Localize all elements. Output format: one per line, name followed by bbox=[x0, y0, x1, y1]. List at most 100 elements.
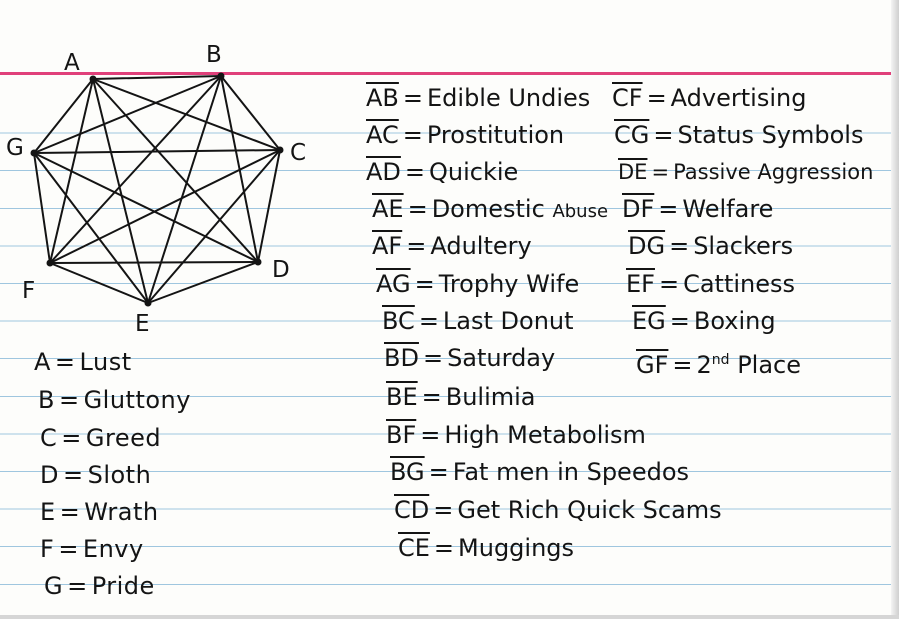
pair-entry: EF=Cattiness bbox=[626, 270, 795, 298]
vertex-dot-a bbox=[89, 75, 97, 83]
sin-name: Lust bbox=[79, 348, 132, 376]
equals-sign: = bbox=[58, 535, 79, 563]
pair-symbol: AC bbox=[366, 121, 399, 149]
equals-sign: = bbox=[402, 121, 423, 149]
pair-symbol: CD bbox=[394, 496, 430, 524]
sin-entry: C=Greed bbox=[40, 424, 161, 452]
sin-entry: G=Pride bbox=[44, 572, 155, 600]
equals-sign: = bbox=[62, 461, 84, 489]
equals-sign: = bbox=[404, 158, 426, 186]
equals-sign: = bbox=[61, 424, 82, 452]
sin-entry: F=Envy bbox=[40, 535, 144, 563]
equals-sign: = bbox=[428, 458, 449, 486]
equals-sign: = bbox=[67, 572, 88, 600]
sin-name: Sloth bbox=[87, 461, 152, 489]
pair-meaning-number: 2 bbox=[696, 351, 712, 379]
red-header-rule bbox=[0, 72, 892, 75]
edge-ag bbox=[33, 78, 94, 154]
pair-symbol: BG bbox=[390, 458, 425, 486]
pair-entry: EG=Boxing bbox=[632, 307, 776, 335]
sin-entry: A=Lust bbox=[34, 348, 132, 376]
pair-meaning-tail: Place bbox=[729, 351, 801, 379]
equals-sign: = bbox=[420, 421, 441, 449]
equals-sign: = bbox=[658, 270, 680, 298]
pair-symbol: AG bbox=[376, 270, 411, 298]
equals-sign: = bbox=[54, 348, 76, 376]
pair-symbol: DG bbox=[628, 232, 666, 260]
pair-meaning: Bulimia bbox=[445, 383, 536, 411]
vertex-label-g: G bbox=[6, 135, 24, 161]
pair-symbol: CE bbox=[398, 534, 430, 562]
pair-symbol: BF bbox=[386, 421, 417, 449]
edge-bc bbox=[220, 75, 281, 151]
equals-sign: = bbox=[422, 344, 444, 372]
vertex-label-c: C bbox=[290, 140, 307, 166]
edge-eg bbox=[33, 152, 149, 304]
pair-meaning: Trophy Wife bbox=[438, 270, 580, 298]
pair-symbol: AB bbox=[366, 84, 399, 112]
pair-entry: GF=2nd Place bbox=[636, 346, 801, 379]
vertex-dot-b bbox=[217, 72, 225, 80]
card-bottom-shadow bbox=[0, 615, 899, 619]
pair-symbol: DF bbox=[622, 195, 655, 223]
pair-entry: CF=Advertising bbox=[612, 84, 806, 112]
edge-df bbox=[49, 261, 259, 264]
pair-meaning: Get Rich Quick Scams bbox=[457, 496, 722, 524]
pair-meaning: Welfare bbox=[682, 195, 774, 223]
edge-ae bbox=[92, 78, 149, 304]
edge-dg bbox=[33, 152, 259, 263]
pair-entry: BC=Last Donut bbox=[382, 307, 574, 335]
equals-sign: = bbox=[651, 160, 670, 184]
sin-name: Gluttony bbox=[83, 386, 191, 414]
pair-entry: BD=Saturday bbox=[384, 344, 555, 372]
vertex-dot-c bbox=[276, 146, 284, 154]
card-edge-shadow bbox=[891, 0, 899, 619]
pair-symbol: CF bbox=[612, 84, 643, 112]
pair-symbol: BD bbox=[384, 344, 419, 372]
pair-entry: BF=High Metabolism bbox=[386, 421, 646, 449]
equals-sign: = bbox=[433, 534, 455, 562]
pair-meaning: Advertising bbox=[670, 84, 807, 112]
edge-cd bbox=[257, 149, 281, 263]
pair-symbol: BE bbox=[386, 383, 418, 411]
pair-entry: DE=Passive Aggression bbox=[618, 158, 873, 186]
equals-sign: = bbox=[669, 307, 690, 335]
pair-symbol: GF bbox=[636, 351, 669, 379]
pair-meaning: Last Donut bbox=[442, 307, 574, 335]
pair-symbol: EF bbox=[626, 270, 655, 298]
pair-symbol: AE bbox=[372, 195, 404, 223]
vertex-label-b: B bbox=[206, 42, 222, 68]
edge-ef bbox=[49, 262, 149, 304]
pair-entry: BG=Fat men in Speedos bbox=[390, 458, 689, 486]
sin-entry: E=Wrath bbox=[40, 498, 159, 526]
vertex-label-f: F bbox=[22, 278, 36, 304]
pair-symbol: CG bbox=[614, 121, 650, 149]
pair-entry: AF=Adultery bbox=[372, 232, 532, 260]
pair-meaning-ordinal: nd bbox=[711, 352, 730, 368]
pair-symbol: AF bbox=[372, 232, 403, 260]
pair-entry: CD=Get Rich Quick Scams bbox=[394, 496, 722, 524]
vertex-dot-d bbox=[254, 258, 262, 266]
pair-entry: AG=Trophy Wife bbox=[376, 270, 579, 298]
pair-entry: AC=Prostitution bbox=[366, 121, 564, 149]
equals-sign: = bbox=[418, 307, 439, 335]
edge-bf bbox=[49, 75, 222, 264]
pair-meaning: Passive Aggression bbox=[673, 160, 874, 184]
pair-meaning: Saturday bbox=[447, 344, 556, 372]
pair-symbol: DE bbox=[618, 160, 648, 184]
pair-meaning: Quickie bbox=[429, 158, 519, 186]
pair-meaning: Adultery bbox=[430, 232, 532, 260]
pair-symbol: AD bbox=[366, 158, 401, 186]
vertex-label-a: A bbox=[64, 50, 80, 76]
pair-meaning: Slackers bbox=[693, 232, 794, 260]
equals-sign: = bbox=[406, 232, 427, 260]
equals-sign: = bbox=[653, 121, 674, 149]
pair-meaning-note: Abuse bbox=[552, 201, 609, 222]
edge-ab bbox=[92, 75, 222, 80]
vertex-label-e: E bbox=[135, 311, 150, 337]
pair-meaning: Boxing bbox=[693, 307, 776, 335]
sin-letter: A bbox=[34, 348, 51, 376]
sin-name: Envy bbox=[82, 535, 144, 563]
sin-name: Wrath bbox=[84, 498, 159, 526]
pair-entry: AB=Edible Undies bbox=[366, 84, 590, 112]
